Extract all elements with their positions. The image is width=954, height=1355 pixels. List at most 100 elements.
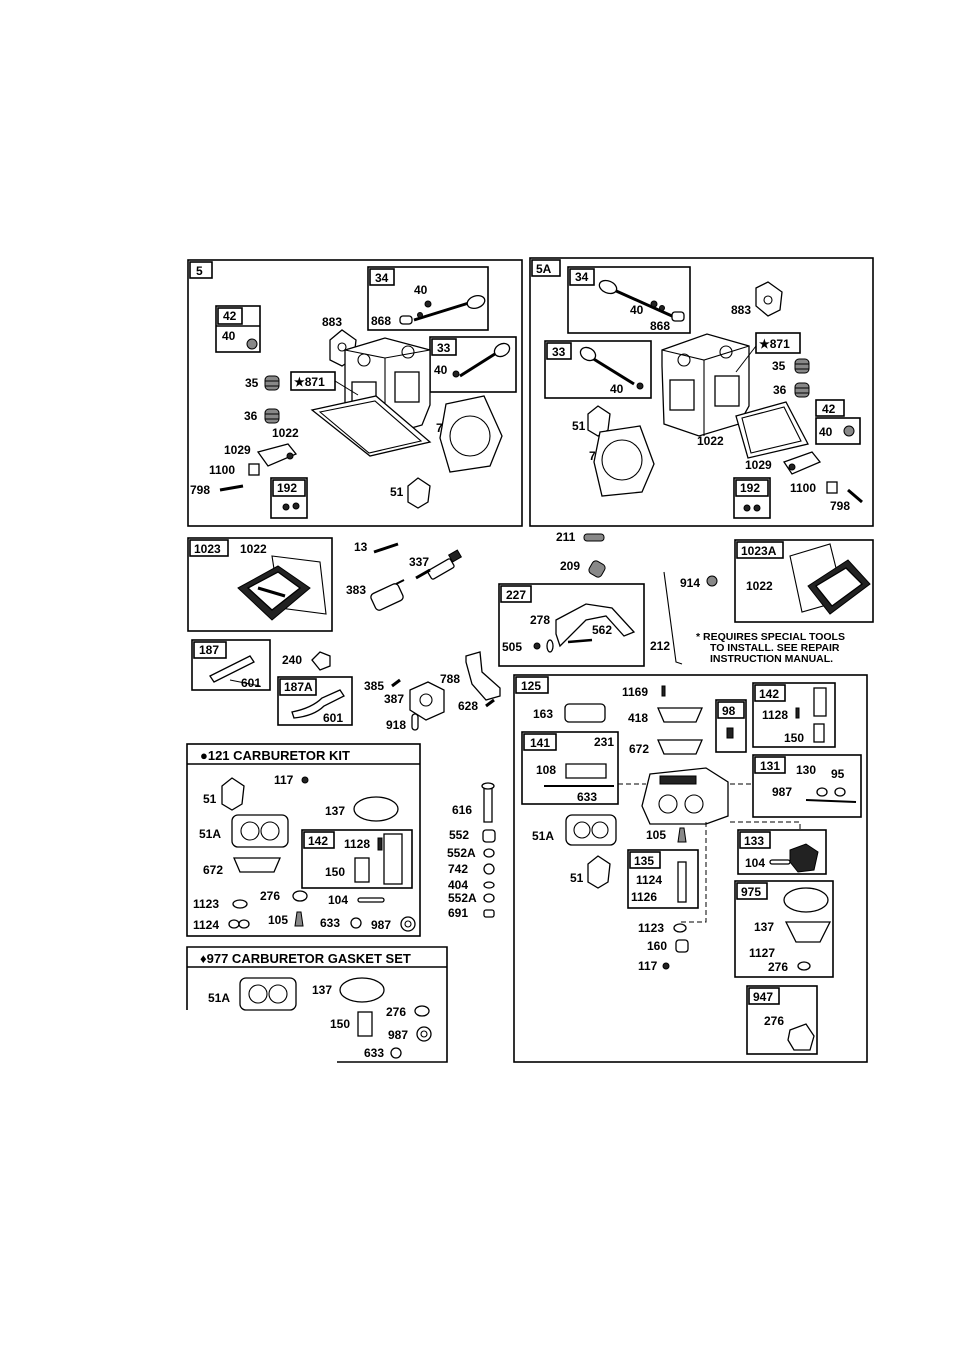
label-1128-kit: 1128 — [344, 837, 370, 851]
governor-lever-icon — [555, 603, 636, 648]
label-742: 742 — [448, 862, 468, 876]
label-672-kit: 672 — [203, 863, 223, 877]
label-150-kit: 150 — [325, 865, 345, 879]
gasket-icon — [310, 395, 432, 457]
spring-icon — [583, 533, 605, 542]
note-line-1: * REQUIRES SPECIAL TOOLS — [696, 631, 845, 643]
box-1023 — [187, 537, 333, 632]
label-187: 187 — [199, 643, 219, 657]
rocker-cover-1023a: 1023A 1022 — [734, 539, 874, 623]
label-1128: 1128 — [762, 708, 788, 722]
starter-icon — [370, 579, 405, 611]
breather-icon — [782, 451, 822, 475]
fuel-parts-column: 616 552 552A 742 404 552A 691 — [447, 782, 496, 920]
bracket-icon — [465, 651, 501, 701]
label-868-left: 868 — [371, 314, 391, 328]
label-1023a: 1023A — [741, 544, 777, 558]
panel-5-label: 5 — [196, 264, 203, 278]
label-142-kit: 142 — [308, 834, 328, 848]
label-1123-kit: 1123 — [193, 897, 219, 911]
label-1100-right: 1100 — [790, 481, 816, 495]
tube-icon — [209, 655, 255, 683]
label-33-right: 33 — [552, 345, 566, 359]
panel-5: 5 34 40 868 883 42 40 33 40 — [187, 259, 523, 527]
label-633: 633 — [577, 790, 597, 804]
carb-gasket-icon — [565, 814, 617, 846]
box-42-right — [815, 399, 845, 417]
label-918: 918 — [386, 718, 406, 732]
label-42-left: 42 — [223, 309, 237, 323]
label-141: 141 — [530, 736, 550, 750]
label-404: 404 — [448, 878, 468, 892]
label-117-kit: 117 — [274, 773, 294, 787]
gasket-icon — [233, 857, 281, 873]
label-125: 125 — [521, 679, 541, 693]
label-7-right: 7 — [589, 449, 596, 463]
label-337: 337 — [409, 555, 429, 569]
label-40-left-a: 40 — [414, 283, 428, 297]
label-104-kit: 104 — [328, 893, 348, 907]
carb-gasket-icon — [239, 977, 297, 1011]
gasket-set-frame — [186, 946, 448, 1063]
label-137: 137 — [754, 920, 774, 934]
label-130: 130 — [796, 763, 816, 777]
label-34-right: 34 — [575, 270, 589, 284]
note-line-2: TO INSTALL. SEE REPAIR — [710, 642, 840, 654]
label-51a: 51A — [532, 829, 554, 843]
label-192-left: 192 — [277, 481, 297, 495]
spring-icon — [264, 408, 280, 424]
label-105: 105 — [646, 828, 666, 842]
label-798-right: 798 — [830, 499, 850, 513]
fuel-filter-icon — [311, 651, 331, 671]
head-gasket-icon — [439, 395, 503, 473]
tube-icon — [248, 463, 260, 476]
label-40-right-a: 40 — [630, 303, 644, 317]
label-505: 505 — [502, 640, 522, 654]
label-628: 628 — [458, 699, 478, 713]
label-691: 691 — [448, 906, 468, 920]
label-34-left: 34 — [375, 271, 389, 285]
label-868-right: 868 — [650, 319, 670, 333]
label-51: 51 — [570, 871, 584, 885]
label-13: 13 — [354, 540, 368, 554]
label-788: 788 — [440, 672, 460, 686]
gasket-51-icon — [587, 405, 611, 437]
cylinder-head-icon — [334, 337, 431, 438]
spring-icon — [794, 358, 810, 374]
box-33-right — [544, 340, 652, 399]
gasket-51-icon — [407, 477, 431, 509]
label-633-kit: 633 — [320, 916, 340, 930]
retainer-icon — [843, 425, 855, 437]
governor-227: 227 278 562 505 — [498, 583, 645, 667]
fuel-inlet-icon — [483, 785, 493, 823]
label-211: 211 — [556, 530, 576, 544]
label-987-set: 987 — [388, 1028, 408, 1042]
box-192-right — [733, 477, 771, 519]
label-40-left-c: 40 — [434, 363, 448, 377]
box-975 — [734, 880, 834, 978]
label-42-right: 42 — [822, 402, 836, 416]
box-131 — [752, 754, 862, 818]
spark-plug-icon — [415, 549, 463, 580]
label-36-right: 36 — [773, 383, 787, 397]
label-1124: 1124 — [636, 873, 662, 887]
label-137-set: 137 — [312, 983, 332, 997]
o-ring-icon — [783, 887, 829, 913]
label-616: 616 — [452, 803, 472, 817]
label-276: 276 — [768, 960, 788, 974]
float-icon — [789, 843, 819, 873]
gasket-set-title: ♦977 CARBURETOR GASKET SET — [200, 951, 411, 966]
spring-icon — [264, 375, 280, 391]
label-51-left: 51 — [390, 485, 404, 499]
box-42-left — [215, 305, 261, 353]
gasket-icon — [735, 401, 809, 459]
box-133 — [737, 829, 827, 875]
box-192-left — [270, 477, 308, 519]
label-187a: 187A — [284, 680, 313, 694]
label-871-left: ★871 — [294, 375, 325, 389]
label-40-left-b: 40 — [222, 329, 236, 343]
label-276-set: 276 — [386, 1005, 406, 1019]
label-192-right: 192 — [740, 481, 760, 495]
label-883-right: 883 — [731, 303, 751, 317]
valve-icon — [579, 346, 644, 390]
